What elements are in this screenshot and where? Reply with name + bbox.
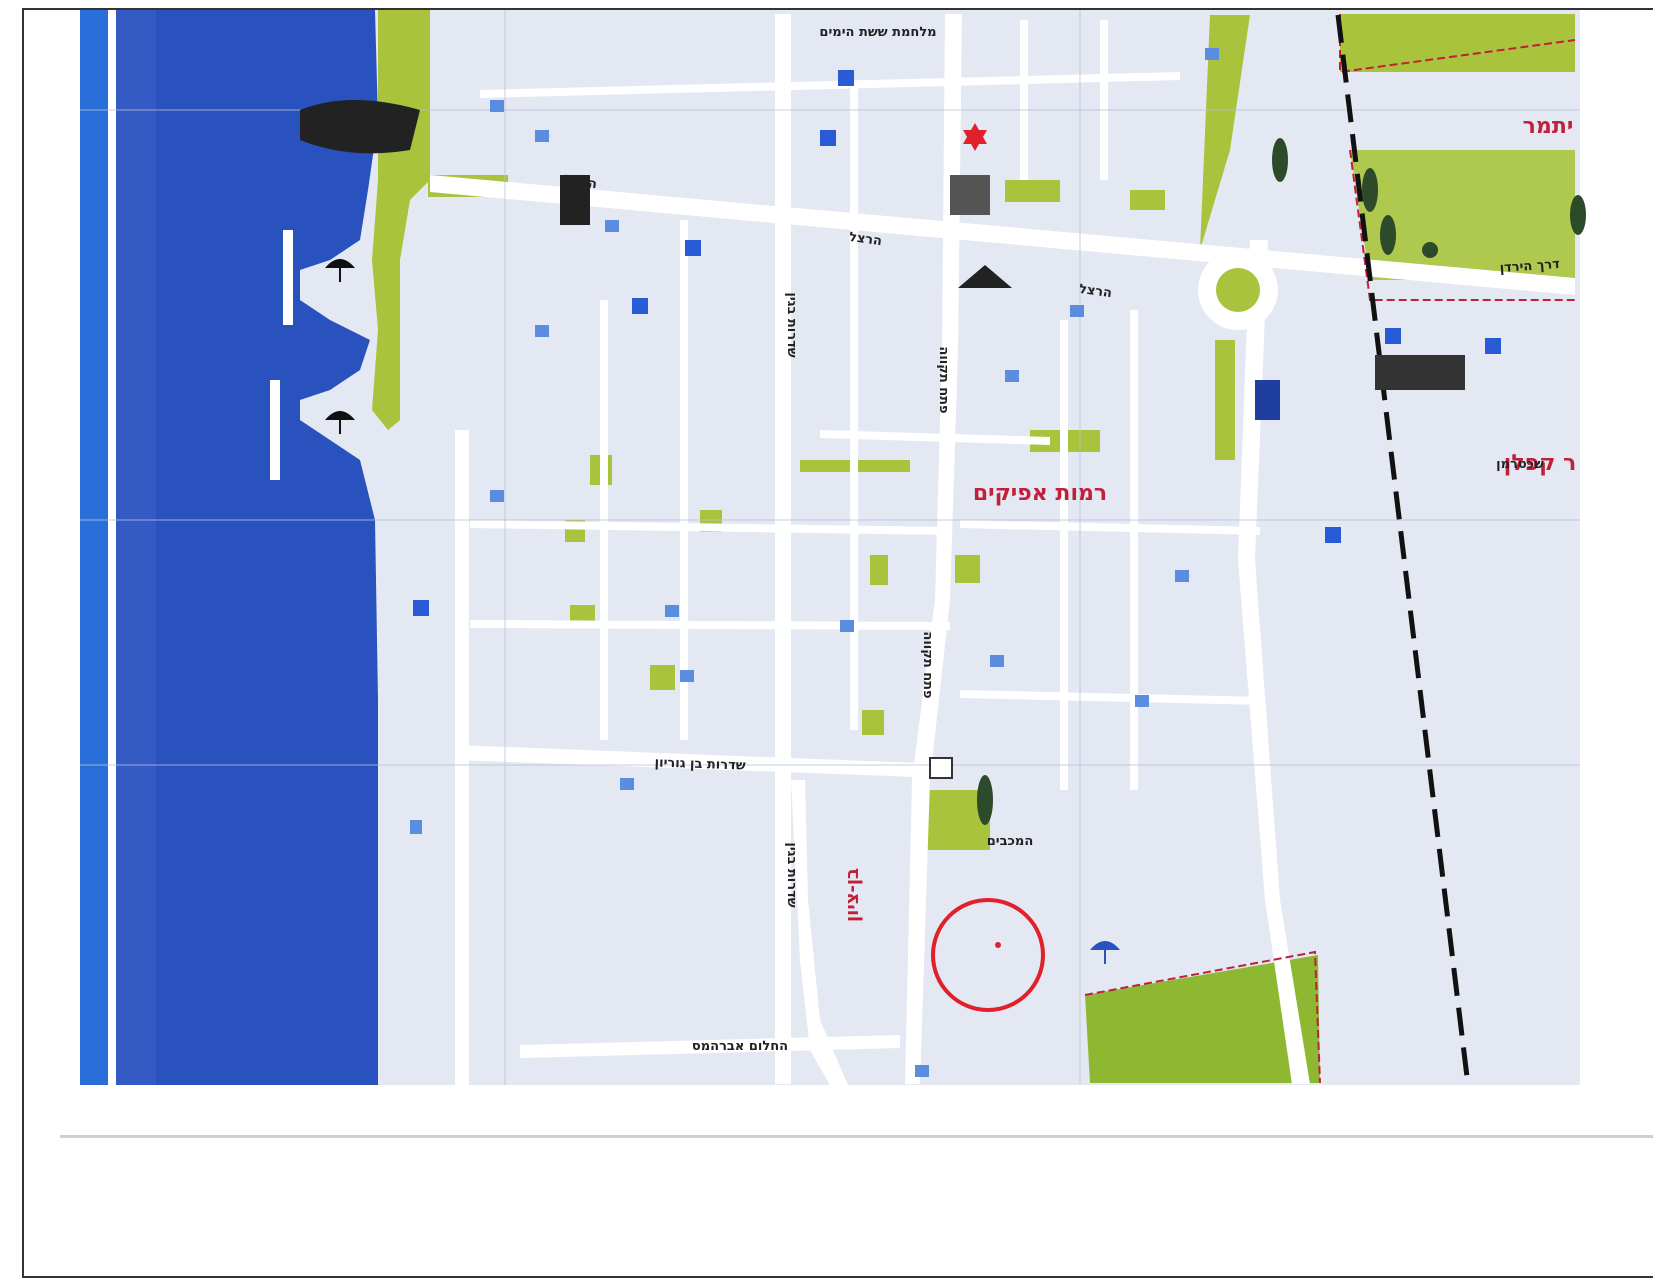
park-small-3 — [570, 605, 595, 623]
park-small-10 — [1130, 190, 1165, 210]
map-left-stripe-gap — [108, 10, 116, 1085]
label-yitamar: יתמר — [1523, 114, 1574, 139]
label-ben-gurion: שדרות בן גוריון — [654, 755, 746, 773]
park-bottom-right — [1085, 955, 1320, 1083]
label-ben-zion: בן-ציון — [842, 868, 863, 922]
sea — [116, 10, 378, 1085]
park-yitamar — [1350, 150, 1575, 280]
circle-marker-icon[interactable] — [931, 898, 1045, 1012]
label-sheshet-hayamim: מלחמת ששת הימים — [819, 25, 936, 40]
label-derech-hayarden: דרך הירדן — [1499, 257, 1560, 276]
beach-umbrella-icon — [325, 259, 1120, 964]
scan-rule — [60, 1135, 1653, 1138]
label-ramot-afikim: רמות אפיקים — [973, 481, 1107, 506]
municipal-boundary — [1084, 14, 1576, 1086]
label-begin-1: שדרות בגין — [784, 292, 799, 357]
label-petah-tikva-1: פתח תקווה — [936, 346, 951, 413]
poi-pictograms — [410, 48, 1219, 1077]
label-herzl-2: הרצל — [848, 230, 883, 249]
park-strip-east — [1200, 15, 1250, 250]
park-small-11 — [1005, 180, 1060, 202]
building-icon — [300, 100, 1465, 779]
park-small-6 — [955, 555, 980, 583]
sea-shade — [116, 10, 156, 1085]
park-top-right — [1340, 14, 1575, 72]
road-network — [430, 14, 1575, 1085]
pier-north — [283, 230, 293, 325]
map-left-stripe — [80, 10, 108, 1085]
pier-south — [270, 380, 280, 480]
park-strip-rail — [1215, 340, 1235, 460]
label-kaplan: ר קפלן — [1504, 451, 1576, 476]
park-small-7 — [870, 555, 888, 585]
parking-icon — [413, 70, 1501, 616]
label-shachtman: שכטרמן — [1496, 457, 1544, 472]
label-petah-tikva-2: פתח תקווה — [920, 631, 935, 698]
park-small-8 — [862, 710, 884, 735]
park-small-1 — [650, 665, 675, 690]
label-herzl-3: הרצל — [1078, 282, 1113, 301]
label-hamaccabim: המכבים — [987, 834, 1034, 849]
label-hahalom: החלום אברהמס — [692, 1039, 788, 1054]
tree-icons — [977, 138, 1586, 825]
label-herzl-1: הרצל — [563, 173, 598, 192]
map-labels: רמות אפיקים בן-ציון יתמר ר קפלן הרצל הרצ… — [563, 25, 1576, 1054]
label-begin-2: שדרות בגין — [784, 842, 799, 907]
star-of-david-icon — [963, 123, 987, 151]
